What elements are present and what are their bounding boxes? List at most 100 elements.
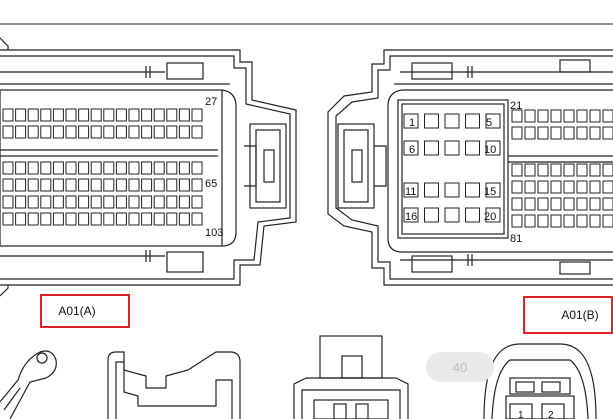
pin-cavity — [444, 182, 460, 198]
pin-cavity — [191, 178, 203, 192]
pin-cavity — [2, 125, 14, 139]
pin-cavity — [524, 163, 536, 177]
pin-cavity — [576, 126, 588, 140]
connector-housing-small — [107, 351, 241, 419]
pin-cavity — [78, 195, 90, 209]
pin-cavity — [424, 113, 439, 129]
pin-cavity — [90, 212, 102, 226]
pin-cavity — [65, 212, 77, 226]
pin-cavity — [27, 195, 39, 209]
pin-cavity — [576, 109, 588, 123]
pin-cavity — [166, 195, 178, 209]
pin-cavity — [589, 163, 601, 177]
pin-cavity — [52, 125, 64, 139]
pin-cavity — [153, 178, 165, 192]
pin-cavity — [602, 126, 613, 140]
pin-cavity — [15, 178, 27, 192]
pin-cavity — [78, 161, 90, 175]
pin-cavity — [465, 140, 480, 156]
pin-cavity — [15, 161, 27, 175]
pin-cavity — [141, 178, 153, 192]
pin-cavity — [90, 161, 102, 175]
pin-cavity — [511, 197, 523, 211]
pin-cavity — [166, 178, 178, 192]
zoom-control[interactable]: 40 — [426, 352, 494, 382]
pin-cavity — [40, 212, 52, 226]
pin-cavity — [537, 214, 549, 228]
pin-cavity — [90, 195, 102, 209]
pin-cavity — [40, 125, 52, 139]
pin-cavity — [602, 180, 613, 194]
pin-cavity — [65, 178, 77, 192]
pin-label-11: 11 — [405, 186, 416, 198]
pin-cavity — [141, 195, 153, 209]
pin-cavity — [2, 178, 14, 192]
pin-cavity — [537, 180, 549, 194]
pin-cavity — [589, 109, 601, 123]
pin-cavity — [563, 126, 575, 140]
pin-cavity — [128, 212, 140, 226]
pin-cavity — [153, 125, 165, 139]
pin-label-65: 65 — [205, 178, 217, 190]
pin-cavity — [52, 195, 64, 209]
pin-cavity — [103, 125, 115, 139]
pin-cavity — [52, 178, 64, 192]
pin-cavity — [524, 197, 536, 211]
pin-cavity — [90, 125, 102, 139]
pin-cavity — [15, 195, 27, 209]
pin-label-1: 1 — [409, 117, 415, 129]
pin-cavity — [141, 161, 153, 175]
pin-cavity — [27, 178, 39, 192]
pin-cavity — [602, 109, 613, 123]
pin-cavity — [141, 212, 153, 226]
pin-cavity — [424, 207, 439, 223]
pin-cavity — [403, 207, 419, 223]
pin-cavity — [602, 163, 613, 177]
pin-cavity — [27, 108, 39, 122]
bottom-pin-label-1: 1 — [518, 410, 524, 419]
pin-cavity — [65, 161, 77, 175]
pin-cavity — [403, 113, 419, 129]
pin-label-10: 10 — [484, 144, 496, 156]
pin-cavity — [485, 140, 501, 156]
pin-cavity — [563, 197, 575, 211]
pin-cavity — [511, 214, 523, 228]
pin-cavity — [576, 163, 588, 177]
pin-cavity — [166, 108, 178, 122]
pin-cavity — [115, 108, 127, 122]
pin-cavity — [563, 109, 575, 123]
pin-cavity — [40, 108, 52, 122]
pin-cavity — [424, 182, 439, 198]
pin-cavity — [589, 197, 601, 211]
pin-cavity — [103, 178, 115, 192]
pin-cavity — [524, 214, 536, 228]
pin-cavity — [153, 195, 165, 209]
pin-cavity — [485, 113, 501, 129]
pin-cavity — [65, 195, 77, 209]
pin-cavity — [178, 125, 190, 139]
pin-cavity — [576, 197, 588, 211]
pin-cavity — [178, 212, 190, 226]
pin-cavity — [128, 125, 140, 139]
pin-cavity — [524, 126, 536, 140]
connector-b-label: A01(B) — [523, 296, 613, 334]
pin-cavity — [78, 125, 90, 139]
pin-cavity — [424, 140, 439, 156]
pin-cavity — [128, 108, 140, 122]
pin-cavity — [103, 108, 115, 122]
pin-cavity — [444, 113, 460, 129]
pin-cavity — [403, 182, 419, 198]
pin-cavity — [40, 195, 52, 209]
pin-cavity — [141, 125, 153, 139]
pin-cavity — [511, 180, 523, 194]
pin-cavity — [15, 108, 27, 122]
pin-cavity — [465, 113, 480, 129]
pin-cavity — [444, 140, 460, 156]
pin-cavity — [78, 108, 90, 122]
pin-cavity — [524, 180, 536, 194]
pin-cavity — [115, 161, 127, 175]
pin-cavity — [563, 214, 575, 228]
pin-cavity — [563, 180, 575, 194]
pin-cavity — [537, 126, 549, 140]
pin-cavity — [550, 163, 562, 177]
